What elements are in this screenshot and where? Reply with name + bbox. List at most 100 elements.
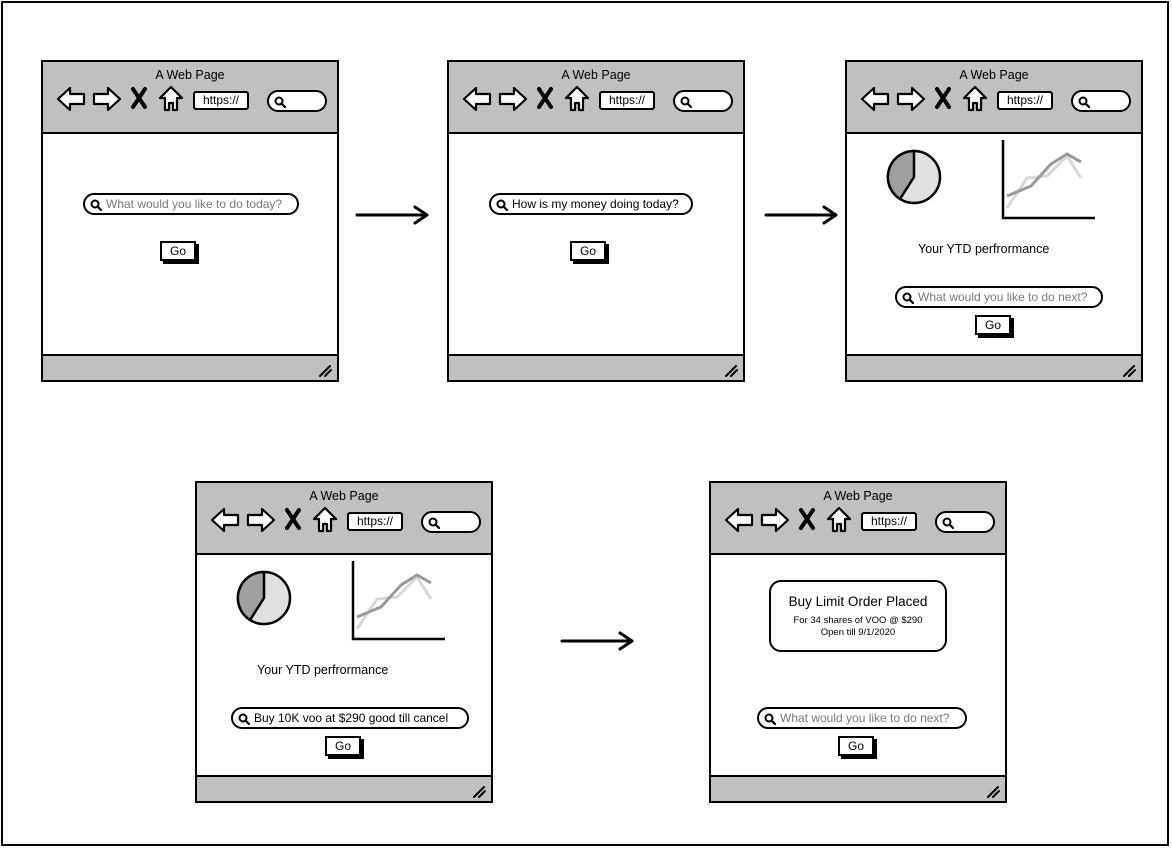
search-icon (942, 517, 954, 529)
search-icon (90, 199, 102, 211)
back-arrow-icon (462, 86, 492, 112)
flow-arrow-icon (355, 205, 429, 225)
url-field[interactable]: https:// (997, 91, 1053, 110)
browser-toolbar: A Web Page https:// (43, 62, 337, 134)
order-confirmation-card: Buy Limit Order Placed For 34 shares of … (769, 580, 947, 652)
browser-search-field[interactable] (267, 90, 327, 112)
back-arrow-icon (860, 86, 890, 112)
chart-line-dark (1006, 152, 1082, 198)
pie-chart-icon (886, 149, 942, 205)
search-icon (428, 517, 440, 529)
close-x-icon (285, 508, 301, 530)
search-input[interactable]: What would you like to do today? (83, 193, 299, 215)
go-button-label: Go (325, 736, 361, 756)
window-title: A Web Page (823, 489, 893, 503)
search-input[interactable]: How is my money doing today? (489, 193, 693, 215)
window-title: A Web Page (155, 68, 225, 82)
browser-search-field[interactable] (673, 90, 733, 112)
nav-icons (56, 85, 184, 112)
search-value: How is my money doing today? (512, 197, 679, 211)
home-icon (158, 85, 184, 112)
nav-icons (724, 506, 852, 533)
status-bar (449, 354, 743, 380)
search-icon (764, 713, 776, 725)
chart-line-light (1005, 153, 1083, 209)
performance-label: Your YTD perfrormance (257, 663, 389, 677)
browser-window-1: A Web Page https:// What would you like … (41, 60, 339, 382)
search-input[interactable]: Buy 10K voo at $290 good till cancel (231, 707, 469, 729)
order-expiry-line: Open till 9/1/2020 (820, 627, 896, 638)
search-value: Buy 10K voo at $290 good till cancel (254, 711, 449, 725)
flow-arrow-icon (764, 205, 838, 225)
chart-axes (1001, 140, 1095, 220)
status-bar (711, 775, 1005, 801)
line-chart-icon (351, 561, 445, 641)
go-button-label: Go (975, 315, 1011, 335)
home-icon (826, 506, 852, 533)
search-icon (496, 199, 508, 211)
home-icon (312, 506, 338, 533)
search-icon (902, 292, 914, 304)
home-icon (564, 85, 590, 112)
search-placeholder: What would you like to do today? (106, 197, 283, 211)
search-icon (680, 96, 692, 108)
nav-icons (860, 85, 988, 112)
go-button[interactable]: Go (160, 241, 200, 265)
order-detail-line: For 34 shares of VOO @ $290 (793, 615, 923, 626)
browser-toolbar: A Web Page https:// (711, 483, 1005, 555)
browser-search-field[interactable] (935, 511, 995, 533)
browser-window-5: A Web Page https:// Buy Limit Order Plac… (709, 481, 1007, 803)
url-field[interactable]: https:// (599, 91, 655, 110)
performance-label: Your YTD perfrormance (918, 242, 1050, 256)
close-x-icon (799, 508, 815, 530)
nav-icons (210, 506, 338, 533)
browser-search-field[interactable] (1071, 90, 1131, 112)
search-icon (1078, 96, 1090, 108)
go-button[interactable]: Go (838, 736, 878, 760)
back-arrow-icon (210, 507, 240, 533)
resize-grip-icon[interactable] (317, 362, 333, 378)
browser-toolbar: A Web Page https:// (847, 62, 1141, 134)
window-title: A Web Page (561, 68, 631, 82)
url-field[interactable]: https:// (861, 512, 917, 531)
browser-toolbar: A Web Page https:// (197, 483, 491, 555)
search-input[interactable]: What would you like to do next? (757, 707, 967, 729)
chart-line-dark (356, 573, 432, 619)
back-arrow-icon (56, 86, 86, 112)
resize-grip-icon[interactable] (985, 783, 1001, 799)
window-title: A Web Page (959, 68, 1029, 82)
forward-arrow-icon (498, 86, 528, 112)
back-arrow-icon (724, 507, 754, 533)
forward-arrow-icon (896, 86, 926, 112)
url-field[interactable]: https:// (347, 512, 403, 531)
status-bar (43, 354, 337, 380)
go-button[interactable]: Go (325, 736, 365, 760)
go-button[interactable]: Go (570, 241, 610, 265)
search-icon (274, 96, 286, 108)
status-bar (197, 775, 491, 801)
window-title: A Web Page (309, 489, 379, 503)
browser-window-3: A Web Page https:// Your YTD perfrormanc… (845, 60, 1143, 382)
go-button-label: Go (570, 241, 606, 261)
resize-grip-icon[interactable] (1121, 362, 1137, 378)
flow-arrow-icon (560, 631, 634, 651)
go-button-label: Go (838, 736, 874, 756)
forward-arrow-icon (760, 507, 790, 533)
line-chart-icon (1001, 140, 1095, 220)
search-input[interactable]: What would you like to do next? (895, 286, 1103, 308)
search-icon (238, 713, 250, 725)
resize-grip-icon[interactable] (723, 362, 739, 378)
close-x-icon (131, 87, 147, 109)
browser-search-field[interactable] (421, 511, 481, 533)
browser-toolbar: A Web Page https:// (449, 62, 743, 134)
home-icon (962, 85, 988, 112)
order-title: Buy Limit Order Placed (788, 594, 928, 609)
chart-line-light (355, 574, 433, 630)
forward-arrow-icon (92, 86, 122, 112)
pie-chart-icon (236, 570, 292, 626)
resize-grip-icon[interactable] (471, 783, 487, 799)
chart-axes (351, 561, 445, 641)
go-button[interactable]: Go (975, 315, 1015, 339)
url-field[interactable]: https:// (193, 91, 249, 110)
browser-window-4: A Web Page https:// Your YTD perfrormanc… (195, 481, 493, 803)
